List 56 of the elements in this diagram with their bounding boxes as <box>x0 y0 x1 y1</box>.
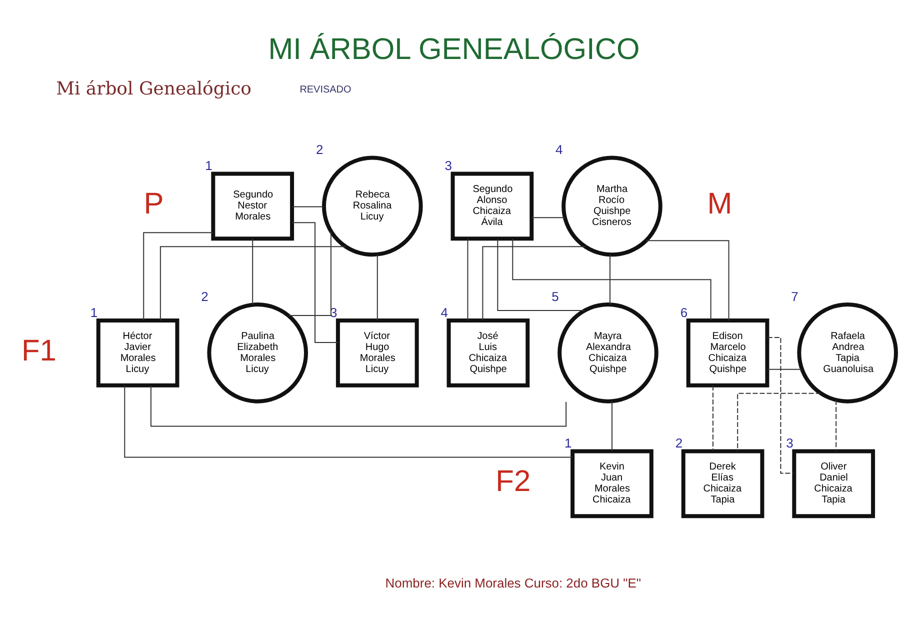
node-label: 5 <box>552 288 559 304</box>
connector <box>143 232 214 320</box>
node-label: 2 <box>201 288 208 304</box>
connector <box>737 392 822 452</box>
node-label: 1 <box>90 304 98 320</box>
node-label: 1 <box>205 158 212 173</box>
connector <box>150 384 567 426</box>
node-box: Víctor Hugo Morales Licuy <box>336 318 419 387</box>
connector <box>376 254 378 320</box>
label: F2 <box>496 464 531 498</box>
label: Nombre: Kevin Morales Curso: 2do BGU "E" <box>385 574 642 590</box>
node-label: 1 <box>564 435 572 450</box>
node-circle: Martha Rocío Quishpe Cisneros <box>562 155 662 256</box>
node-box: Héctor Javier Morales Licuy <box>96 318 180 387</box>
connector <box>497 238 586 310</box>
connector <box>646 240 730 320</box>
connector <box>836 399 837 451</box>
connector <box>292 222 338 342</box>
node-box: Segundo Nestor Morales <box>211 171 294 240</box>
connector <box>611 400 612 452</box>
node-label: 2 <box>316 142 324 157</box>
label: M <box>707 187 732 220</box>
node-box: Edison Marcelo Chicaiza Quishpe <box>686 318 770 387</box>
node-label: 3 <box>786 435 794 450</box>
node-label: 2 <box>675 435 683 450</box>
node-box: José Luis Chicaiza Quishpe <box>446 318 530 387</box>
node-box: Kevin Juan Morales Chicaiza <box>570 448 654 518</box>
connector <box>252 238 254 305</box>
connector <box>467 238 468 320</box>
connector <box>124 384 573 458</box>
connector <box>160 246 346 320</box>
connector <box>609 254 610 305</box>
node-label: 3 <box>444 158 452 173</box>
node-circle: Rebeca Rosalina Licuy <box>322 155 423 256</box>
label: F1 <box>22 334 56 367</box>
label: P <box>144 187 164 220</box>
connector <box>512 238 712 320</box>
node-label: 4 <box>556 142 563 157</box>
connector <box>712 384 714 451</box>
connector <box>482 246 586 320</box>
connector <box>288 230 332 316</box>
node-circle: Paulina Elizabeth Morales Licuy <box>207 302 308 403</box>
connector <box>292 206 324 207</box>
connector <box>531 216 566 218</box>
label: REVISADO <box>300 84 352 95</box>
diagram-title: MI ÁRBOL GENEALÓGICO <box>268 32 640 66</box>
node-box: Oliver Daniel Chicaiza Tapia <box>792 448 876 518</box>
node-label: 7 <box>791 288 798 304</box>
node-label: 4 <box>440 304 448 320</box>
node-circle: Mayra Alexandra Chicaiza Quishpe <box>558 302 658 403</box>
node-box: Derek Elías Chicaiza Tapia <box>681 448 764 518</box>
connector <box>766 368 802 370</box>
node-box: Segundo Alonso Chicaiza Ávila <box>450 171 534 240</box>
node-label: 6 <box>680 304 688 320</box>
node-circle: Rafaela Andrea Tapia Guanoluisa <box>797 302 898 403</box>
label: Mi árbol Genealógico <box>56 78 252 99</box>
